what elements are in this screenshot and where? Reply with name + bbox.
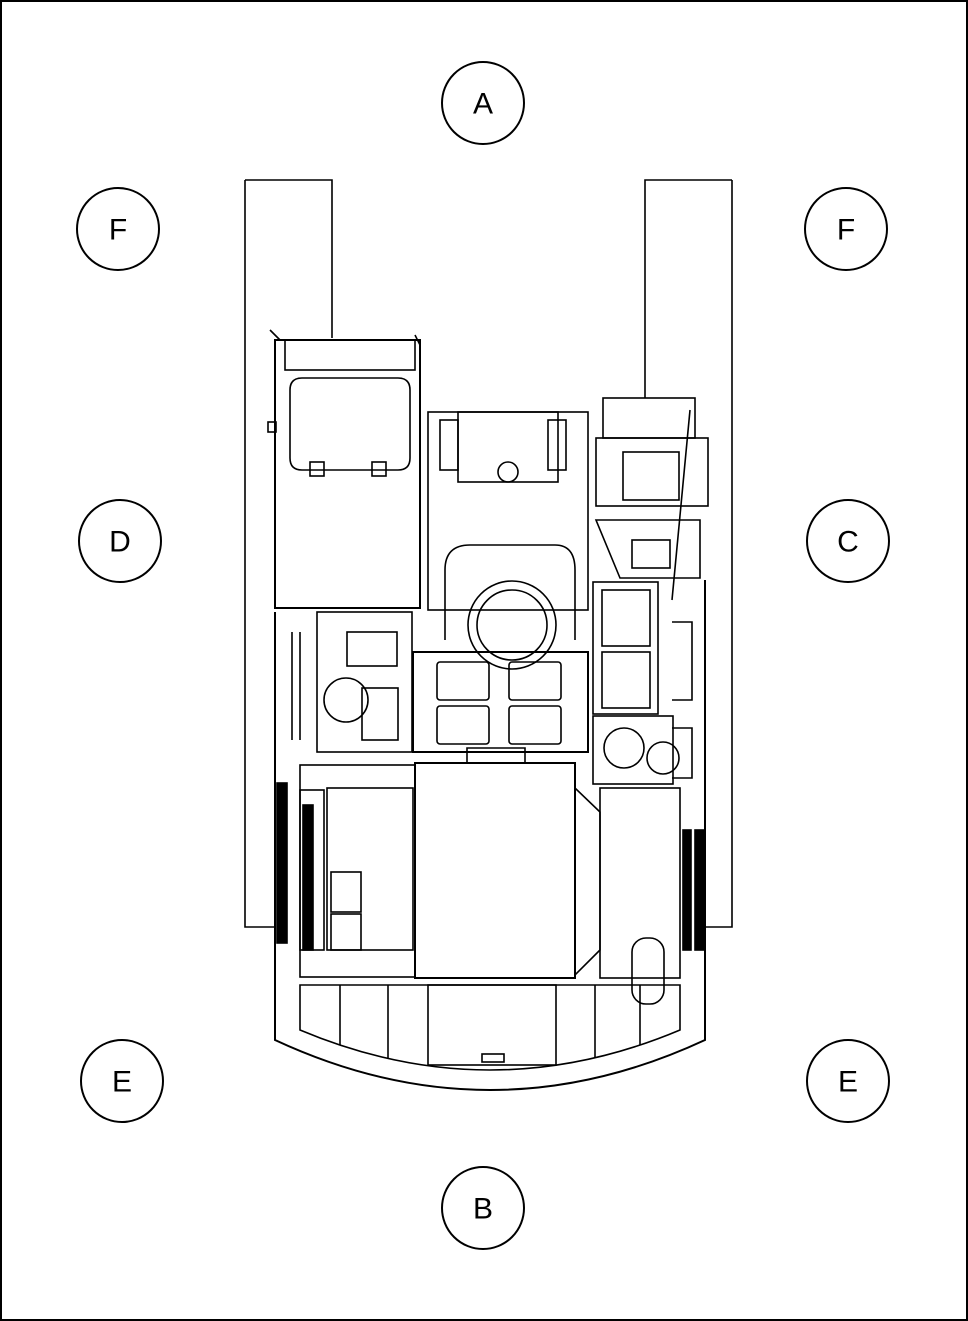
rear-counterweight [299,984,681,1071]
cab-hinge [309,461,325,477]
radiator-grille [622,451,680,501]
battery-compartment [326,787,414,951]
boom-ear [547,419,567,471]
radiator-housing [595,437,709,507]
boom-pin [497,461,519,483]
callout-label-right-middle: C [837,526,859,559]
boom-ear [439,419,459,471]
deck-cover [436,705,490,745]
right-zone-strip [644,179,733,928]
engine-grille [601,589,651,647]
engine-module [592,581,659,715]
left-track-tread-inner [302,804,314,951]
deck-cover [436,661,490,701]
cab-handle [267,421,277,433]
fuel-tank-cap [631,937,665,1005]
right-handrail [672,621,693,779]
engine-lower-module [592,715,674,785]
callout-label-top: A [473,88,493,121]
deck-panel [412,651,589,753]
fuel-cap [323,677,369,723]
cab-mirror [269,329,421,346]
callout-label-right-bottom: E [838,1066,858,1099]
radiator-lower [594,519,701,579]
cab-window [289,377,411,471]
deck-cover [508,705,562,745]
right-track-tread-inner [682,829,692,951]
cab-hinge [371,461,387,477]
left-module-panel [346,631,398,667]
battery-box [330,913,362,951]
callout-label-left-top: F [109,214,127,247]
cab-roof-edge [284,339,416,371]
main-body-outline [274,580,706,1091]
swing-bearing-inner [476,589,548,661]
callout-label-left-middle: D [109,526,131,559]
callout-label-right-top: F [837,214,855,247]
engine-grille [601,651,651,709]
callout-circle-bottom [441,1166,525,1250]
callout-label-bottom: B [473,1193,493,1226]
hydraulic-cap [603,727,645,769]
exhaust-pipe [671,409,691,601]
machine-outline [244,179,733,1091]
left-module [316,611,413,753]
callout-circle-left-middle [78,499,162,583]
callout-circle-right-top [804,187,888,271]
rear-hatch [427,984,557,1066]
callouts [76,61,890,1250]
callout-circle-right-middle [806,499,890,583]
callout-circle-top [441,61,525,145]
hydraulic-cap [646,741,680,775]
right-track-tread [694,829,706,951]
callout-labels: A B C D E E F F [109,88,859,1226]
left-track-tread [276,782,288,944]
callout-circle-right-bottom [806,1039,890,1123]
deck-cover [508,661,562,701]
callout-label-left-bottom: E [112,1066,132,1099]
callout-circle-left-bottom [80,1039,164,1123]
swing-bearing-outer [467,580,557,670]
rear-latch [481,1053,505,1063]
battery-box [330,871,362,913]
deck-handle [466,747,526,762]
left-handrail [291,632,301,740]
callout-circle-left-top [76,187,160,271]
radiator-grille-small [631,539,671,569]
swing-housing [444,544,576,640]
left-zone-strip [244,179,333,928]
lower-right-bay [599,787,681,979]
